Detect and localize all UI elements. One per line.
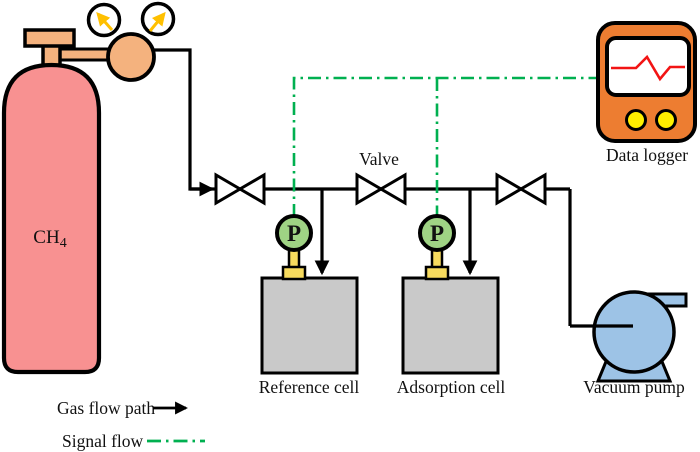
logger-screen (605, 36, 691, 97)
gauge-needle-left-icon (96, 11, 114, 31)
gas-cylinder-group: CH4 (1, 1, 176, 375)
valve-3-right-wing (518, 172, 547, 206)
valve-1-left-wing (214, 172, 243, 206)
gauge-letter: P (430, 221, 444, 246)
logger-button-left (625, 109, 647, 131)
valve-2-right-wing (378, 172, 407, 206)
gauge-foot (281, 265, 307, 281)
valve-label: Valve (359, 149, 399, 169)
valve-2 (355, 172, 407, 206)
gauge-dial (275, 214, 313, 252)
valve-1 (214, 172, 266, 206)
reference-cell-label: Reference cell (259, 377, 360, 397)
adsorption-cell-label: Adsorption cell (397, 377, 506, 397)
valve-3 (495, 172, 547, 206)
diagram-labels: Valve Data logger Reference cell Adsorpt… (259, 145, 689, 397)
regulator-body (106, 32, 156, 82)
cylinder-body (1, 62, 102, 375)
cylinder-formula-label: CH4 (33, 227, 66, 251)
gauge-letter: P (287, 221, 301, 246)
valve-2-left-wing (355, 172, 384, 206)
pressure-regulator (86, 1, 176, 82)
signal-lines (292, 76, 598, 217)
vacuum-pump-label: Vacuum pump (583, 377, 685, 397)
pressure-gauge-reference: P (275, 214, 313, 281)
pressure-gauge-adsorption: P (418, 214, 456, 281)
valves (214, 172, 547, 206)
adsorption-cell (401, 276, 500, 375)
valve-1-right-wing (237, 172, 266, 206)
valve-3-left-wing (495, 172, 524, 206)
cylinder-cap (23, 28, 76, 48)
gauge-dial (418, 214, 456, 252)
regulator-bar (56, 47, 114, 62)
signal-line-reference-gauge-to-logger (292, 76, 598, 217)
reference-cell (260, 276, 359, 375)
legend-gas-flow-label: Gas flow path (57, 398, 155, 418)
pipe-regulator-to-line (152, 48, 215, 197)
cells (260, 276, 500, 375)
pump-housing (592, 290, 676, 374)
logger-button-right (655, 109, 677, 131)
vacuum-pump (570, 290, 688, 383)
gauge-needle-right-icon (148, 11, 166, 32)
waveform-icon (611, 54, 685, 82)
data-logger-label: Data logger (606, 145, 688, 165)
legend: Gas flow path Signal flow (57, 398, 205, 451)
legend-signal-flow-label: Signal flow (62, 431, 144, 451)
gauge-foot (424, 265, 450, 281)
data-logger (596, 21, 697, 143)
